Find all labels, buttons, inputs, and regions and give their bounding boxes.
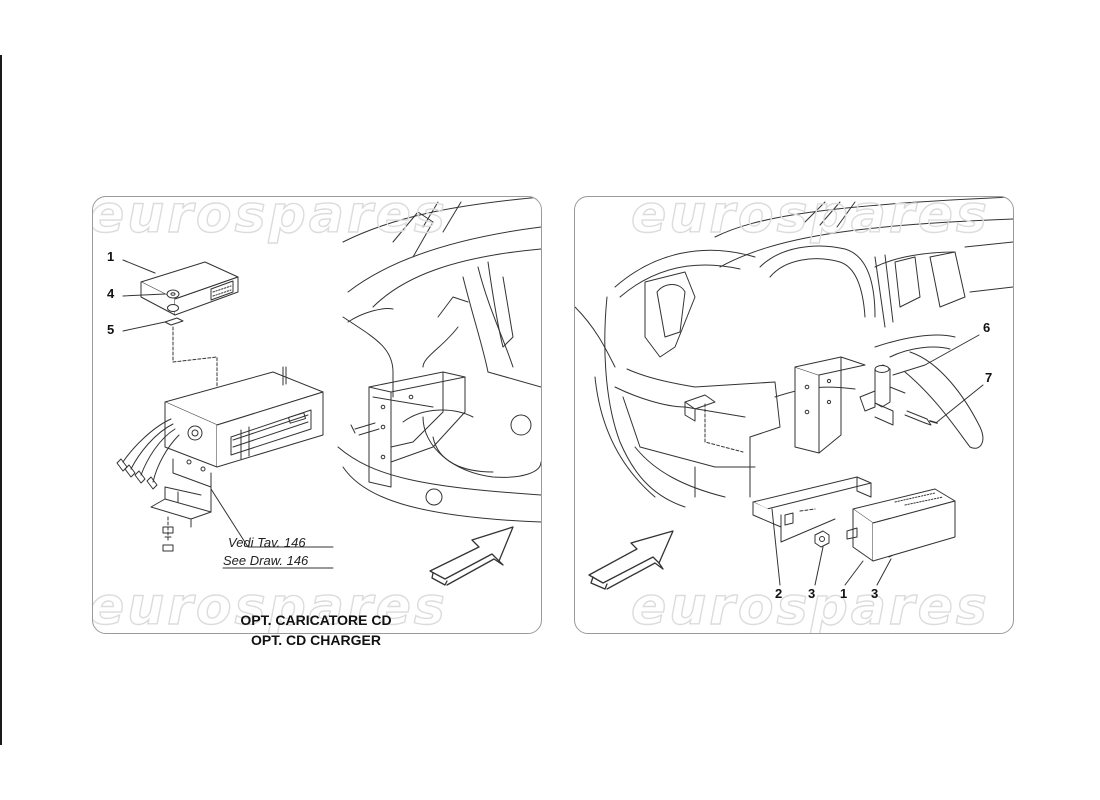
callout-part-5: 5: [107, 322, 115, 337]
diagram-panel-cd-charger: eurospares eurospares 1 4 5 Vedi Tav. 14…: [92, 196, 542, 634]
callout-part-1: 1: [840, 586, 848, 601]
caption-english: OPT. CD CHARGER: [251, 632, 381, 648]
diagram-panel-control-unit: eurospares eurospares 6 7 2 3 1 3: [574, 196, 1014, 634]
callout-part-3: 3: [871, 586, 879, 601]
callout-part-7: 7: [985, 370, 993, 385]
reference-note-italian: Vedi Tav. 146: [228, 535, 306, 550]
callout-part-3: 3: [808, 586, 816, 601]
callout-part-4: 4: [107, 286, 115, 301]
callout-part-6: 6: [983, 320, 991, 335]
callout-part-2: 2: [775, 586, 783, 601]
page-left-border: [0, 55, 2, 745]
caption-italian: OPT. CARICATORE CD: [240, 612, 392, 628]
reference-note-english: See Draw. 146: [223, 553, 309, 568]
callout-part-1: 1: [107, 249, 115, 264]
control-unit-drawing: [575, 197, 1013, 590]
cd-charger-drawing: [116, 197, 541, 586]
